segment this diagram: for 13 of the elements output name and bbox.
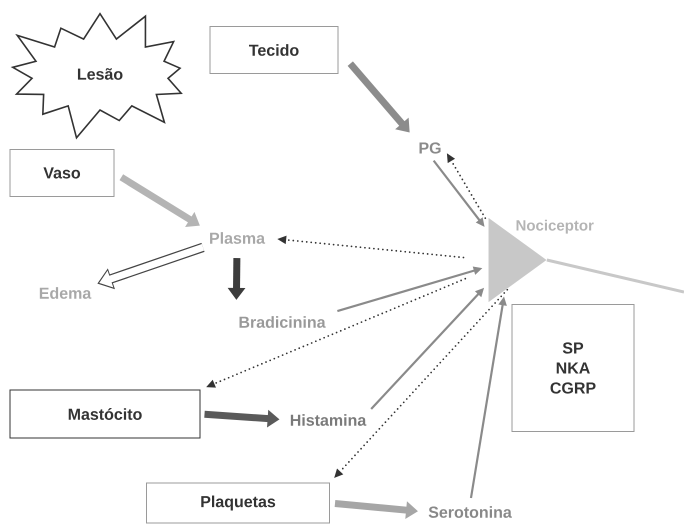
block-arrow [348, 61, 410, 132]
label-box: Plaquetas [146, 482, 330, 524]
label-box: Mastócito [10, 390, 200, 438]
substance-label: PG [420, 142, 441, 154]
substance-label: Edema [40, 287, 92, 299]
substance-label: Serotonina [428, 506, 512, 518]
node-caption: Nociceptor [516, 220, 594, 234]
substance-label: Bradicinina [240, 316, 326, 328]
label-box: Tecido [210, 26, 338, 74]
substance-label: Plasma [210, 232, 266, 244]
substance-label: Histamina [290, 414, 366, 426]
label-box: Vaso [10, 149, 114, 197]
label-box: SP NKA CGRP [512, 304, 634, 432]
